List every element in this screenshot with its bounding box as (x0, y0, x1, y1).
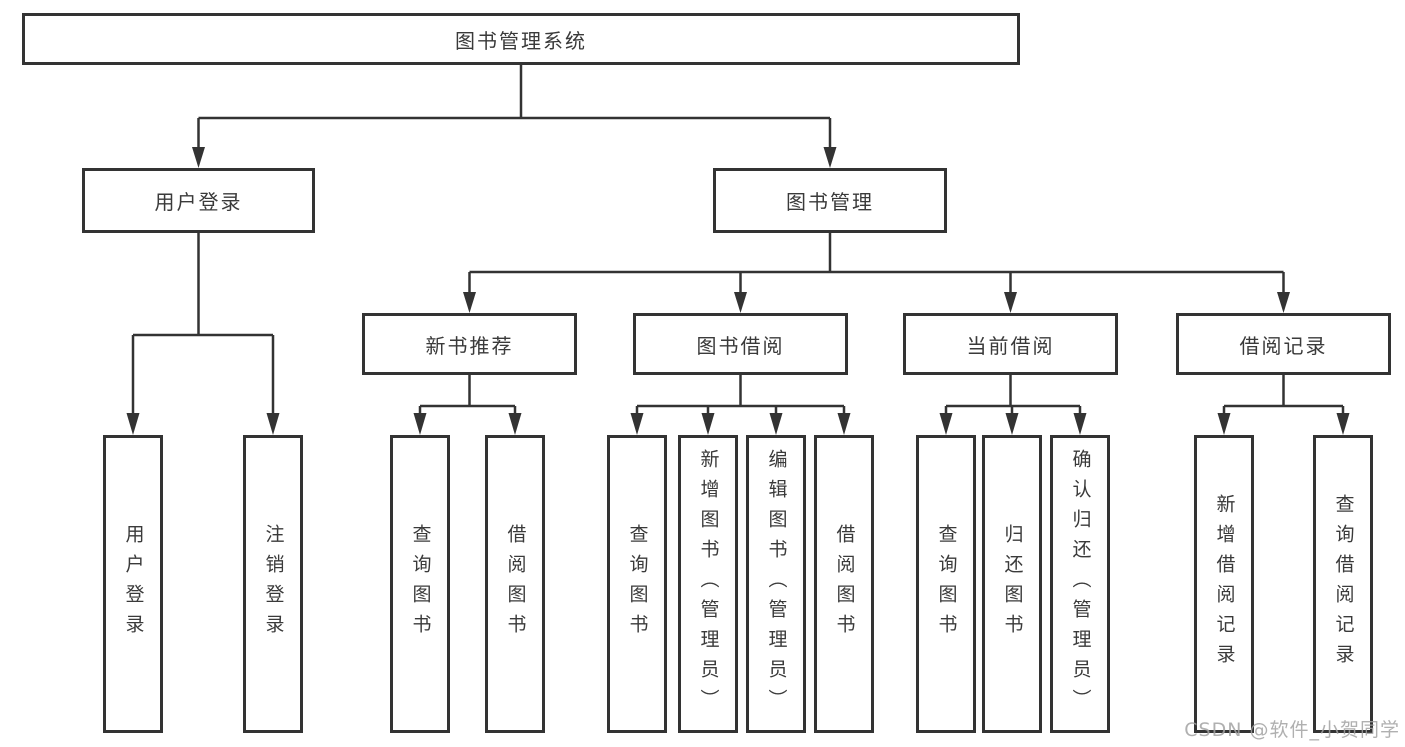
node-edit-books-admin: 编辑图书（管理员） (746, 435, 806, 733)
node-book-borrowing: 图书借阅 (633, 313, 848, 375)
node-label: 新增图书（管理员） (697, 449, 720, 719)
node-query-books-current: 查询图书 (916, 435, 976, 733)
connector-current-borrowing-to-children (939, 375, 1087, 435)
node-return-books: 归还图书 (982, 435, 1042, 733)
node-label: 用户登录 (122, 524, 145, 644)
node-query-books-borrowing: 查询图书 (607, 435, 667, 733)
node-label: 新增借阅记录 (1213, 494, 1236, 674)
node-label: 借阅图书 (504, 524, 527, 644)
node-query-borrow-record: 查询借阅记录 (1313, 435, 1373, 733)
node-user-login: 用户登录 (82, 168, 315, 233)
node-query-books-recommend: 查询图书 (390, 435, 450, 733)
node-book-management: 图书管理 (713, 168, 947, 233)
node-borrow-books-recommend: 借阅图书 (485, 435, 545, 733)
node-label: 借阅图书 (833, 524, 856, 644)
node-label: 查询图书 (935, 524, 958, 644)
node-current-borrowing: 当前借阅 (903, 313, 1118, 375)
node-label: 新书推荐 (425, 333, 514, 358)
node-label: 查询借阅记录 (1332, 494, 1355, 674)
node-library-management-system: 图书管理系统 (22, 13, 1020, 65)
node-confirm-return-admin: 确认归还（管理员） (1050, 435, 1110, 733)
node-label: 图书借阅 (696, 333, 785, 358)
node-user-login-leaf: 用户登录 (103, 435, 163, 733)
node-label: 图书管理 (786, 190, 874, 214)
node-new-book-recommendation: 新书推荐 (362, 313, 577, 375)
node-label: 当前借阅 (966, 333, 1055, 358)
connector-book-management-to-level3 (463, 233, 1290, 313)
node-logout: 注销登录 (243, 435, 303, 733)
node-borrow-books: 借阅图书 (814, 435, 874, 733)
node-label: 查询图书 (409, 524, 432, 644)
node-label: 图书管理系统 (455, 28, 587, 53)
node-borrowing-records: 借阅记录 (1176, 313, 1391, 375)
connector-book-borrowing-to-children (630, 375, 851, 435)
node-label: 注销登录 (262, 524, 285, 644)
connector-new-book-recommendation-to-children (413, 375, 522, 435)
node-add-books-admin: 新增图书（管理员） (678, 435, 738, 733)
node-label: 借阅记录 (1239, 333, 1328, 358)
node-label: 编辑图书（管理员） (765, 449, 788, 719)
node-label: 归还图书 (1001, 524, 1024, 644)
node-add-borrow-record: 新增借阅记录 (1194, 435, 1254, 733)
node-label: 用户登录 (154, 190, 243, 214)
node-label: 确认归还（管理员） (1069, 449, 1092, 719)
csdn-watermark: CSDN @软件_小贺同学 (1184, 719, 1400, 741)
node-label: 查询图书 (626, 524, 649, 644)
connector-root-to-level2 (192, 65, 837, 168)
connector-user-login-to-children (126, 233, 280, 435)
connector-borrowing-records-to-children (1217, 375, 1350, 435)
